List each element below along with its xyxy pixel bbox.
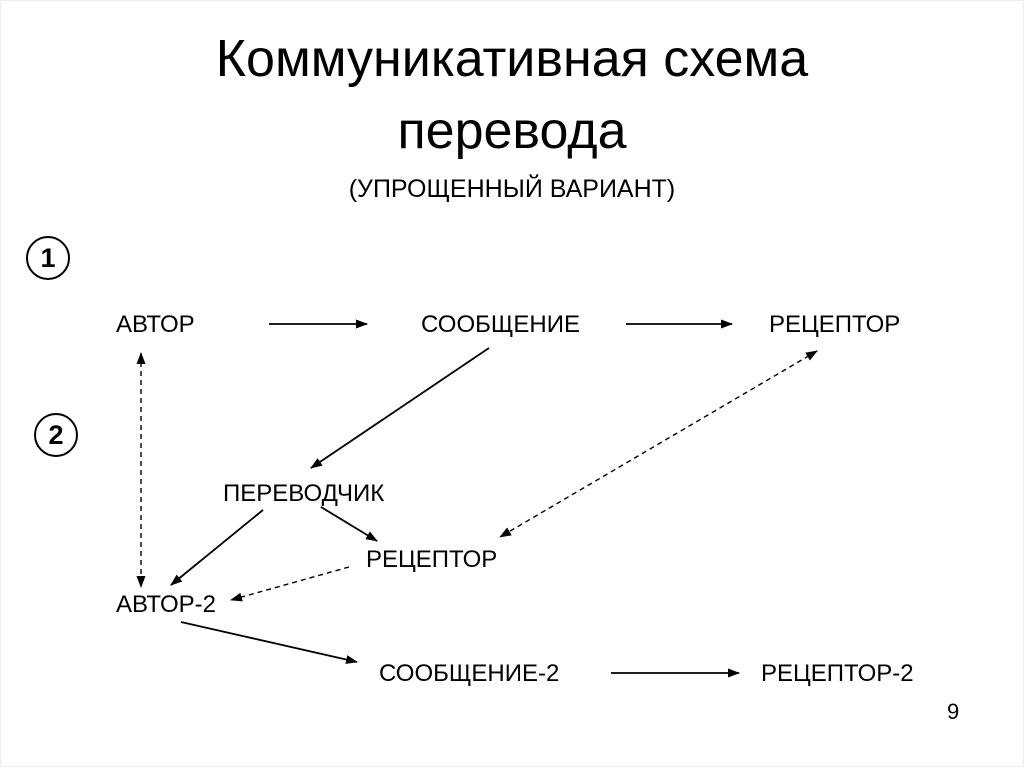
arrow-author2-to-message2 xyxy=(180,621,358,664)
step-badge-2: 2 xyxy=(34,413,78,457)
step-badge-2-label: 2 xyxy=(48,419,64,450)
slide-title: Коммуникативная схема перевода xyxy=(1,23,1023,167)
node-author2: АВТОР-2 xyxy=(116,591,217,618)
node-author: АВТОР xyxy=(116,311,195,338)
page-number: 9 xyxy=(947,699,960,724)
slide-title-line1: Коммуникативная схема xyxy=(215,30,809,88)
slide-subtitle: (УПРОЩЕННЫЙ ВАРИАНТ) xyxy=(348,175,676,203)
arrow-message-to-translator xyxy=(310,347,490,469)
step-badge-1-label: 1 xyxy=(40,242,56,273)
node-translator: ПЕРЕВОДЧИК xyxy=(223,480,385,507)
slide-title-line2: перевода xyxy=(397,102,627,160)
node-receptor-mid: РЕЦЕПТОР xyxy=(366,546,498,573)
node-receptor2: РЕЦЕПТОР-2 xyxy=(761,660,914,687)
arrow-receptor-receptormid-dashed xyxy=(499,350,818,538)
node-receptor: РЕЦЕПТОР xyxy=(769,311,901,338)
step-badge-1: 1 xyxy=(26,236,70,280)
arrow-translator-to-author2 xyxy=(170,509,264,586)
arrow-receptormid-to-author2-dashed xyxy=(230,566,350,602)
arrow-translator-to-receptormid xyxy=(320,506,378,542)
node-message: СООБЩЕНИЕ xyxy=(421,311,580,338)
node-message2: СООБЩЕНИЕ-2 xyxy=(379,660,560,687)
